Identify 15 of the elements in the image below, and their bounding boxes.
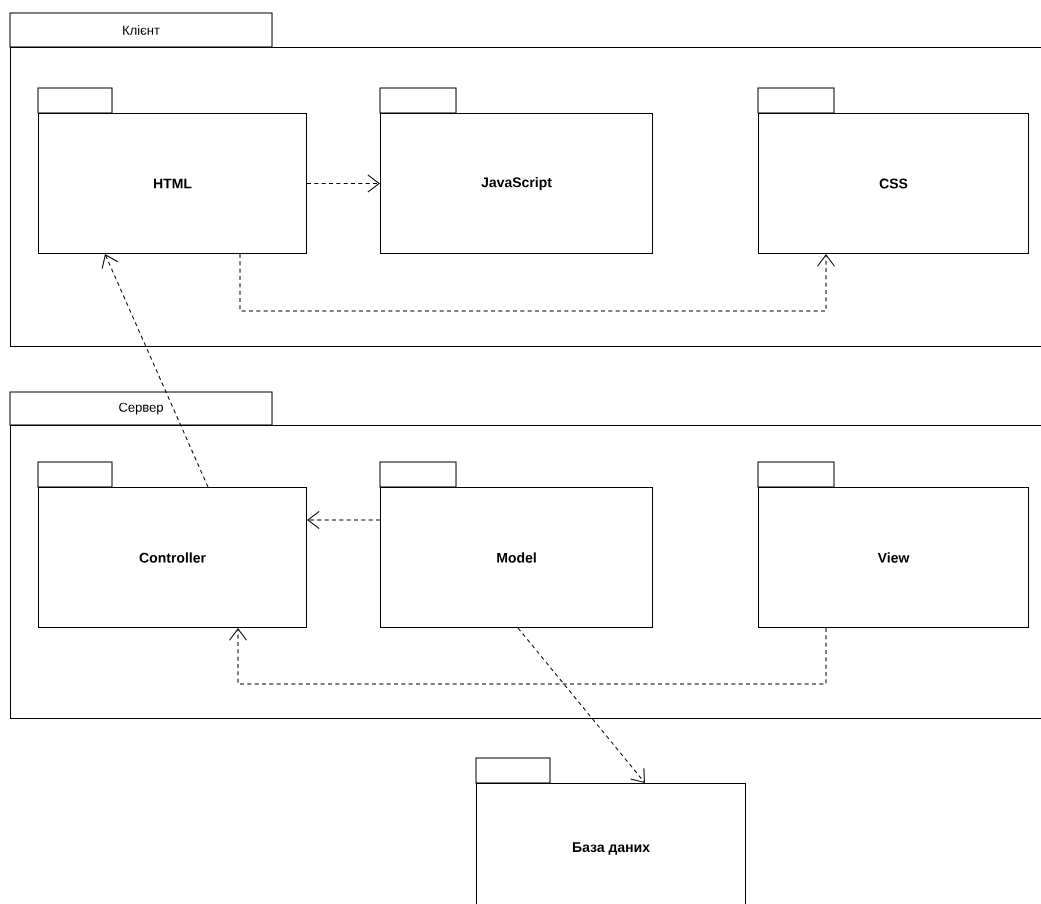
dependency-arrow xyxy=(307,510,381,530)
package-box: CSS xyxy=(757,87,1029,254)
package-box: JavaScript xyxy=(379,87,653,254)
dependency-arrow xyxy=(306,174,380,193)
dependency-arrow xyxy=(239,253,836,312)
package-box: Model xyxy=(379,461,653,628)
package-box: View xyxy=(757,461,1029,628)
dependency-arrow xyxy=(228,627,827,685)
node-label: Сервер xyxy=(119,402,163,415)
package-box: HTML xyxy=(37,87,307,254)
package-box: База даних xyxy=(475,757,746,904)
dependency-arrow xyxy=(101,254,209,488)
node-label: Клієнт xyxy=(123,25,160,35)
dependency-arrow xyxy=(517,627,645,783)
package-box: Controller xyxy=(37,461,307,628)
